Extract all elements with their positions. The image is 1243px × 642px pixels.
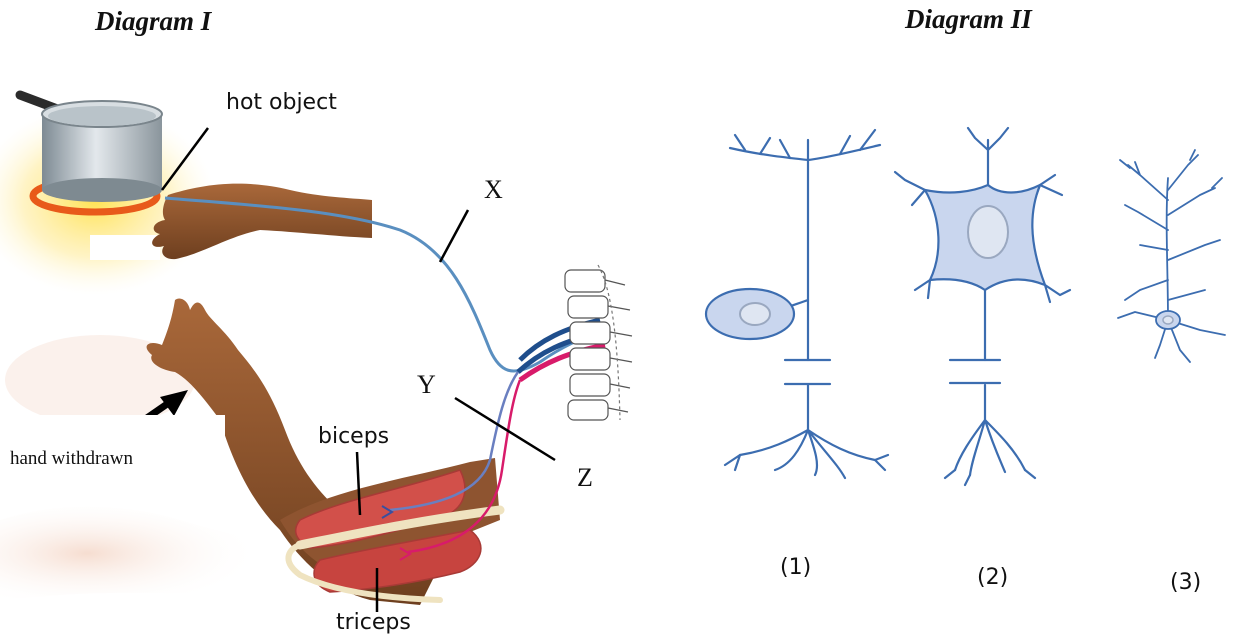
triceps-label: triceps xyxy=(336,610,411,635)
neuron-2-label: (2) xyxy=(977,565,1008,590)
label-y: Y xyxy=(417,370,436,400)
label-x: X xyxy=(484,175,503,205)
neuron-3-relay xyxy=(1118,150,1225,362)
hand-withdrawn-label: hand withdrawn xyxy=(10,448,133,470)
ghost-arm xyxy=(0,507,290,600)
spinal-column xyxy=(565,265,632,420)
x-leader xyxy=(440,210,468,262)
arm-touching xyxy=(152,184,372,259)
neuron-2-multipolar xyxy=(895,128,1070,485)
diagram-2-title: Diagram II xyxy=(905,4,1032,35)
biceps-label: biceps xyxy=(318,424,389,449)
label-z: Z xyxy=(577,463,593,493)
neuron-1-label: (1) xyxy=(780,555,811,580)
neuron-3-label: (3) xyxy=(1170,570,1201,595)
neuron-1-sensory xyxy=(706,130,888,478)
hot-object-label: hot object xyxy=(226,90,337,115)
